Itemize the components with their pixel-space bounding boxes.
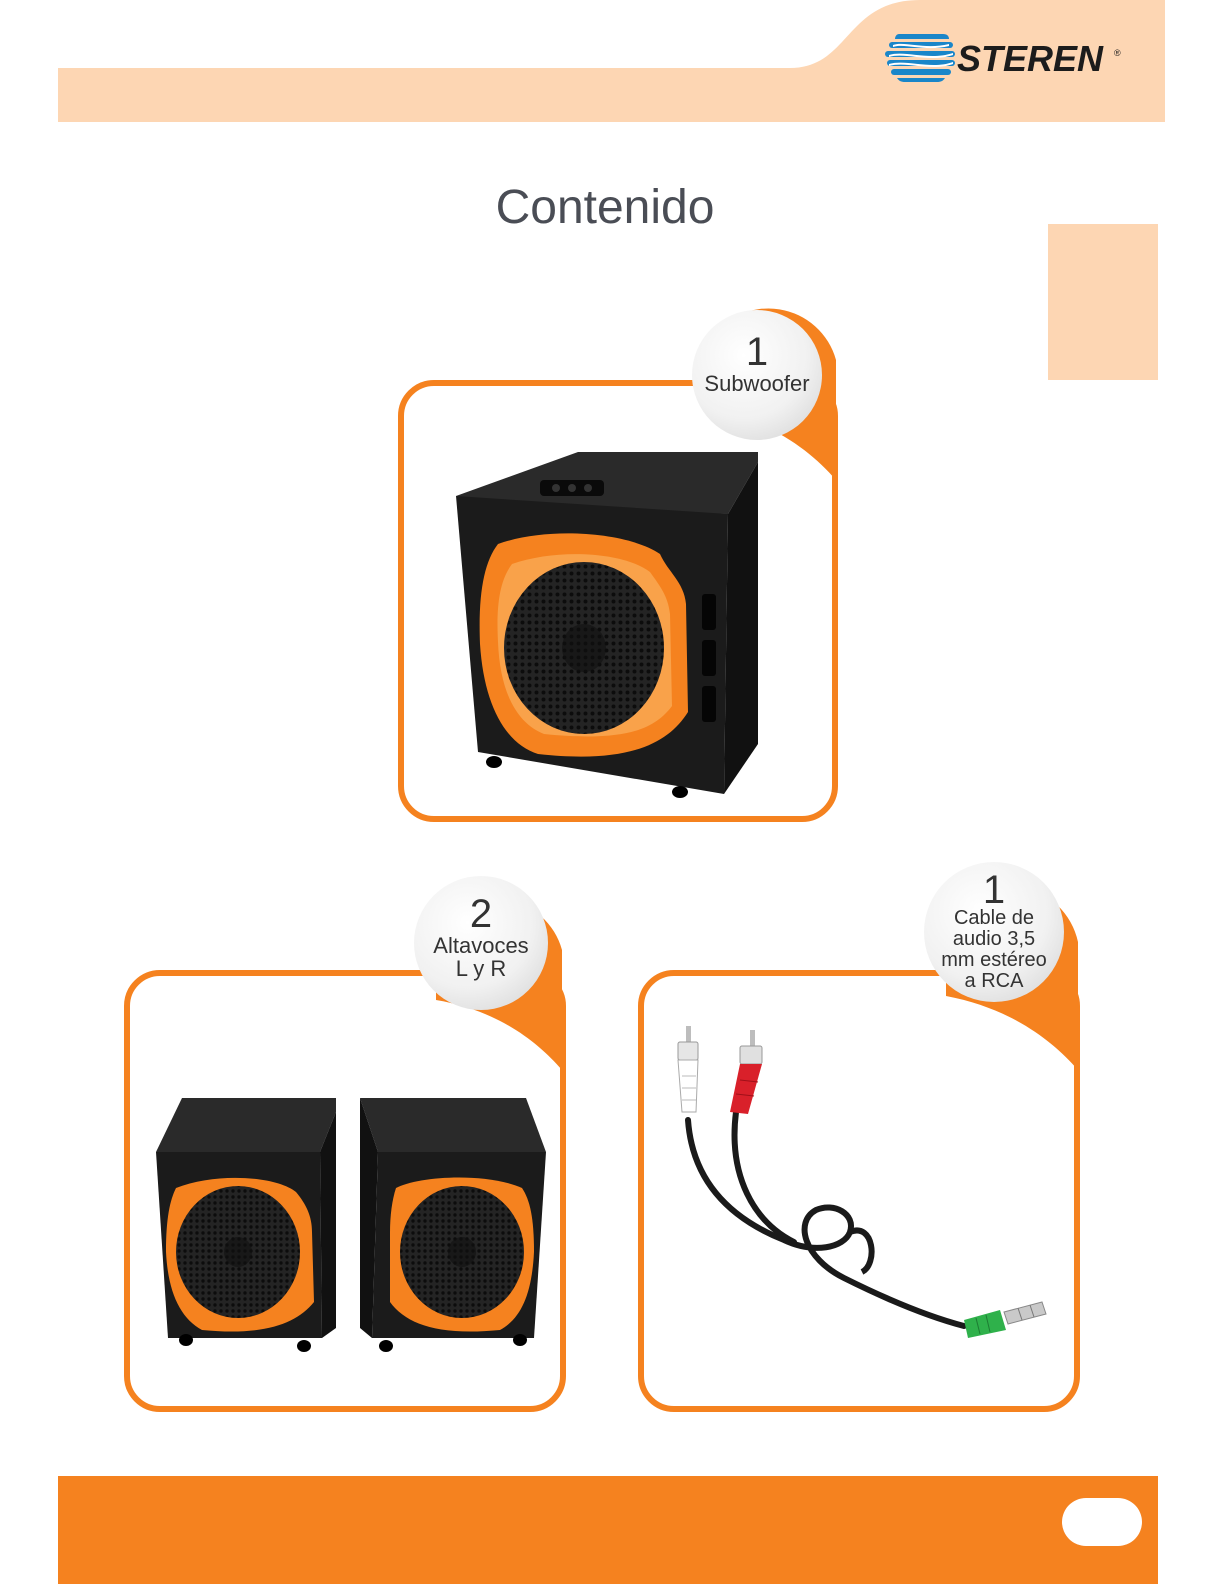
item-label-line: L y R [414,957,548,980]
item-label-line: a RCA [924,971,1064,992]
item-badge-altavoces: 2 Altavoces L y R [414,876,548,1010]
item-label-line: Subwoofer [692,372,822,395]
item-badge-subwoofer: 1 Subwoofer [692,310,822,440]
item-label-line: Altavoces [414,934,548,957]
item-quantity: 2 [414,894,548,934]
item-label-line: Cable de [924,908,1064,929]
footer-band [58,1476,1158,1584]
item-badge-cable: 1 Cable de audio 3,5 mm estéreo a RCA [924,862,1064,1002]
brand-registered-mark: ® [1114,48,1121,58]
page-number-pill [1062,1498,1142,1546]
item-label-line: audio 3,5 [924,929,1064,950]
brand-name: STEREN [957,38,1103,80]
item-quantity: 1 [692,332,822,372]
item-label-line: mm estéreo [924,950,1064,971]
section-side-tab [1048,224,1158,380]
satellite-speakers-image [146,1092,556,1352]
page-title: Contenido [0,180,1210,235]
item-quantity: 1 [924,872,1064,908]
